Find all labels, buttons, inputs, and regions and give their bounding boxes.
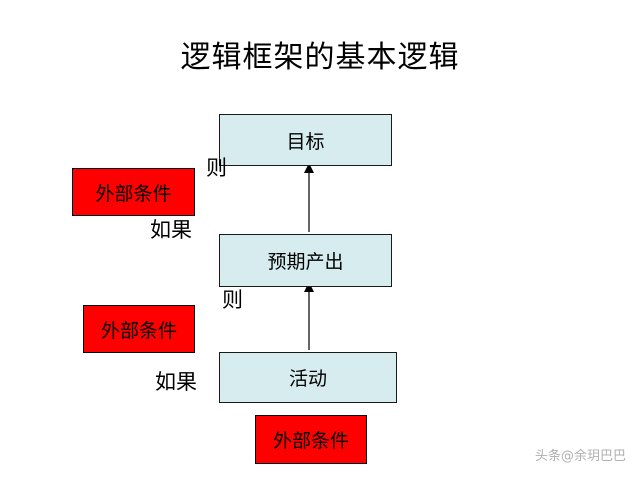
if-label-bottom: 如果: [155, 370, 197, 394]
then-label-middle: 则: [222, 288, 243, 312]
activity-box: 活动: [219, 352, 397, 403]
goal-box: 目标: [219, 114, 392, 166]
activity-box-label: 活动: [288, 368, 327, 390]
external-condition-bottom: 外部条件: [255, 415, 367, 464]
output-box-label: 预期产出: [267, 251, 344, 273]
external-condition-middle: 外部条件: [83, 305, 195, 353]
external-condition-top: 外部条件: [72, 168, 195, 216]
external-condition-middle-label: 外部条件: [100, 319, 177, 342]
diagram-title: 逻辑框架的基本逻辑: [180, 40, 460, 75]
if-label-top: 如果: [150, 218, 192, 242]
external-condition-top-label: 外部条件: [95, 182, 172, 205]
goal-box-label: 目标: [286, 130, 325, 153]
output-box: 预期产出: [219, 234, 392, 287]
external-condition-bottom-label: 外部条件: [272, 430, 349, 452]
then-label-top: 则: [206, 156, 227, 180]
watermark: 头条@余玥巴巴: [534, 449, 626, 464]
